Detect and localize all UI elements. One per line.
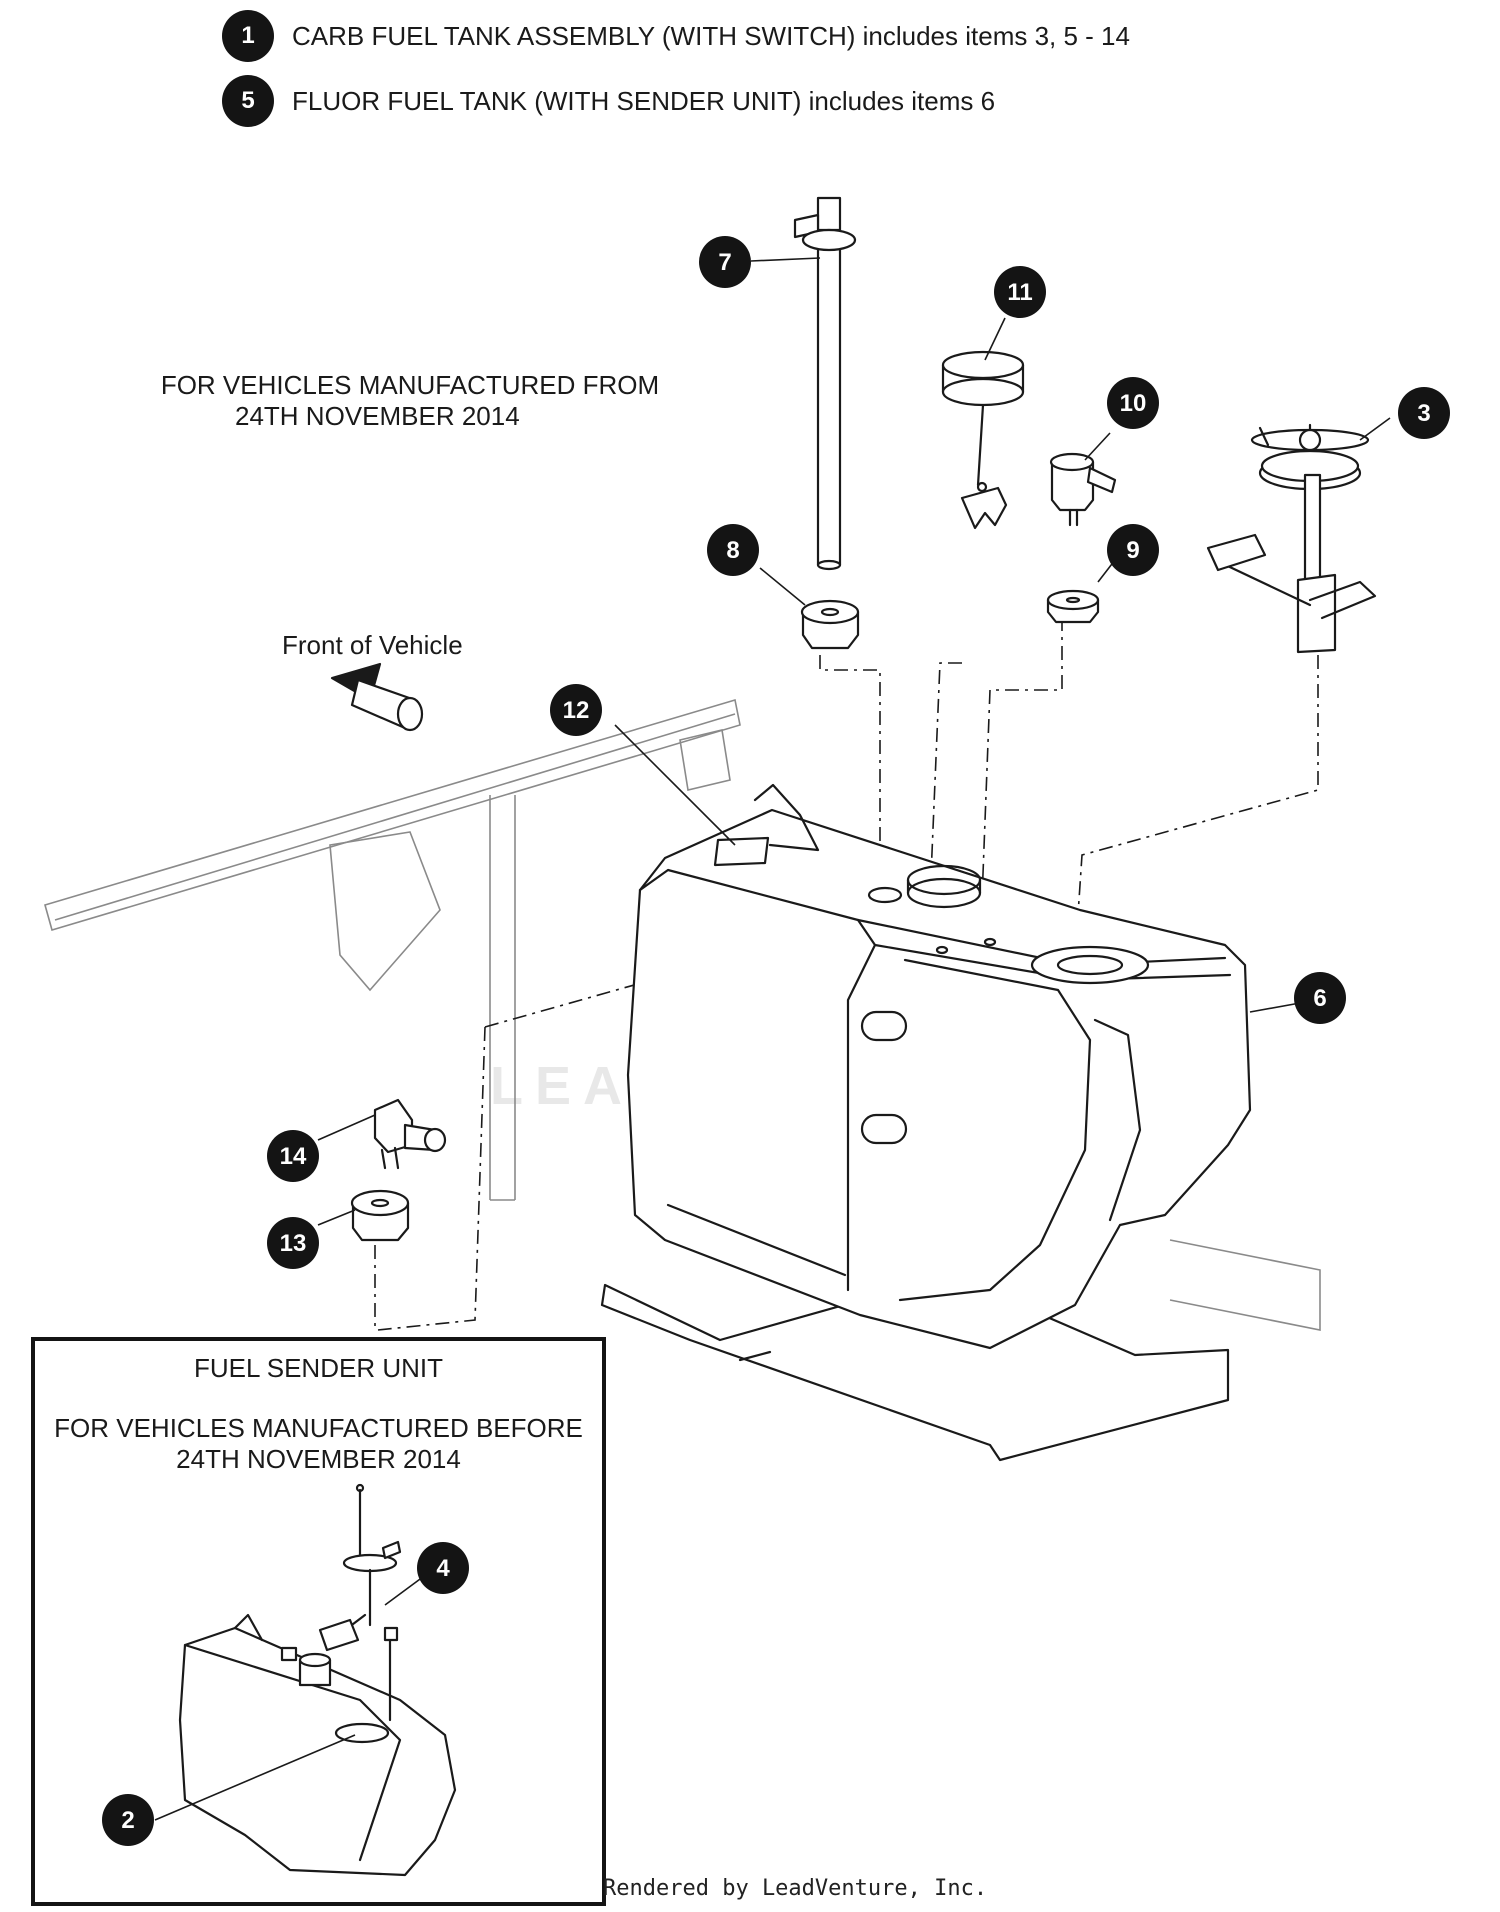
legend-number-1: 1	[222, 10, 274, 62]
fuel-sender-inset: FUEL SENDER UNIT FOR VEHICLES MANUFACTUR…	[31, 1337, 606, 1906]
front-of-vehicle-label: Front of Vehicle	[282, 630, 463, 660]
callout-leaders	[154, 257, 1391, 1821]
svg-text:2: 2	[121, 1807, 134, 1834]
inset-title: FUEL SENDER UNIT	[194, 1353, 443, 1383]
svg-text:13: 13	[280, 1230, 307, 1257]
callout-7: 7	[699, 236, 751, 288]
svg-text:9: 9	[1126, 537, 1139, 564]
part-11-fuel-cap	[941, 350, 1025, 530]
callout-3: 3	[1398, 387, 1450, 439]
footer-credit: Rendered by LeadVenture, Inc.	[603, 1876, 988, 1901]
fuel-tank	[626, 783, 1252, 1350]
svg-text:12: 12	[563, 697, 590, 724]
legend-item-1: 1 CARB FUEL TANK ASSEMBLY (WITH SWITCH) …	[222, 10, 1130, 62]
callout-10: 10	[1107, 377, 1159, 429]
vehicles-from-line2: 24TH NOVEMBER 2014	[235, 401, 520, 431]
part-8-grommet	[800, 599, 860, 650]
callout-8: 8	[707, 524, 759, 576]
legend-item-5: 5 FLUOR FUEL TANK (WITH SENDER UNIT) inc…	[222, 75, 995, 127]
front-of-vehicle-arrow-icon	[330, 662, 424, 732]
legend-text-5: FLUOR FUEL TANK (WITH SENDER UNIT) inclu…	[292, 85, 996, 116]
callout-bubbles: 7 11 10 3 8 9 12 6 14 13 4 2	[102, 236, 1450, 1846]
vehicle-frame	[44, 698, 1321, 1331]
svg-text:14: 14	[280, 1143, 307, 1170]
vehicles-from-line1: FOR VEHICLES MANUFACTURED FROM	[160, 370, 660, 400]
callout-2: 2	[102, 1794, 154, 1846]
callout-4: 4	[417, 1542, 469, 1594]
svg-text:10: 10	[1120, 390, 1147, 417]
svg-text:4: 4	[436, 1555, 450, 1582]
callout-9: 9	[1107, 524, 1159, 576]
callout-14: 14	[267, 1130, 319, 1182]
svg-text:7: 7	[718, 249, 731, 276]
legend-text-1: CARB FUEL TANK ASSEMBLY (WITH SWITCH) in…	[292, 20, 1130, 51]
part-9-grommet	[1046, 589, 1100, 624]
svg-text:8: 8	[726, 537, 739, 564]
part-3-sender-unit	[1206, 423, 1377, 654]
callout-6: 6	[1294, 972, 1346, 1024]
inset-subtitle-line1: FOR VEHICLES MANUFACTURED BEFORE	[54, 1413, 583, 1443]
callout-13: 13	[267, 1217, 319, 1269]
svg-text:3: 3	[1417, 400, 1430, 427]
callout-11: 11	[994, 266, 1046, 318]
legend-number-5: 5	[222, 75, 274, 127]
part-13-grommet	[350, 1189, 410, 1242]
inset-subtitle-line2: 24TH NOVEMBER 2014	[176, 1444, 461, 1474]
part-10-valve	[1049, 452, 1117, 527]
svg-text:11: 11	[1007, 279, 1032, 306]
vehicles-from-note: FOR VEHICLES MANUFACTURED FROM 24TH NOVE…	[155, 370, 665, 432]
part-14-elbow	[373, 1098, 447, 1170]
callout-12: 12	[550, 684, 602, 736]
part-7-tube	[793, 196, 857, 571]
svg-text:6: 6	[1313, 985, 1326, 1012]
